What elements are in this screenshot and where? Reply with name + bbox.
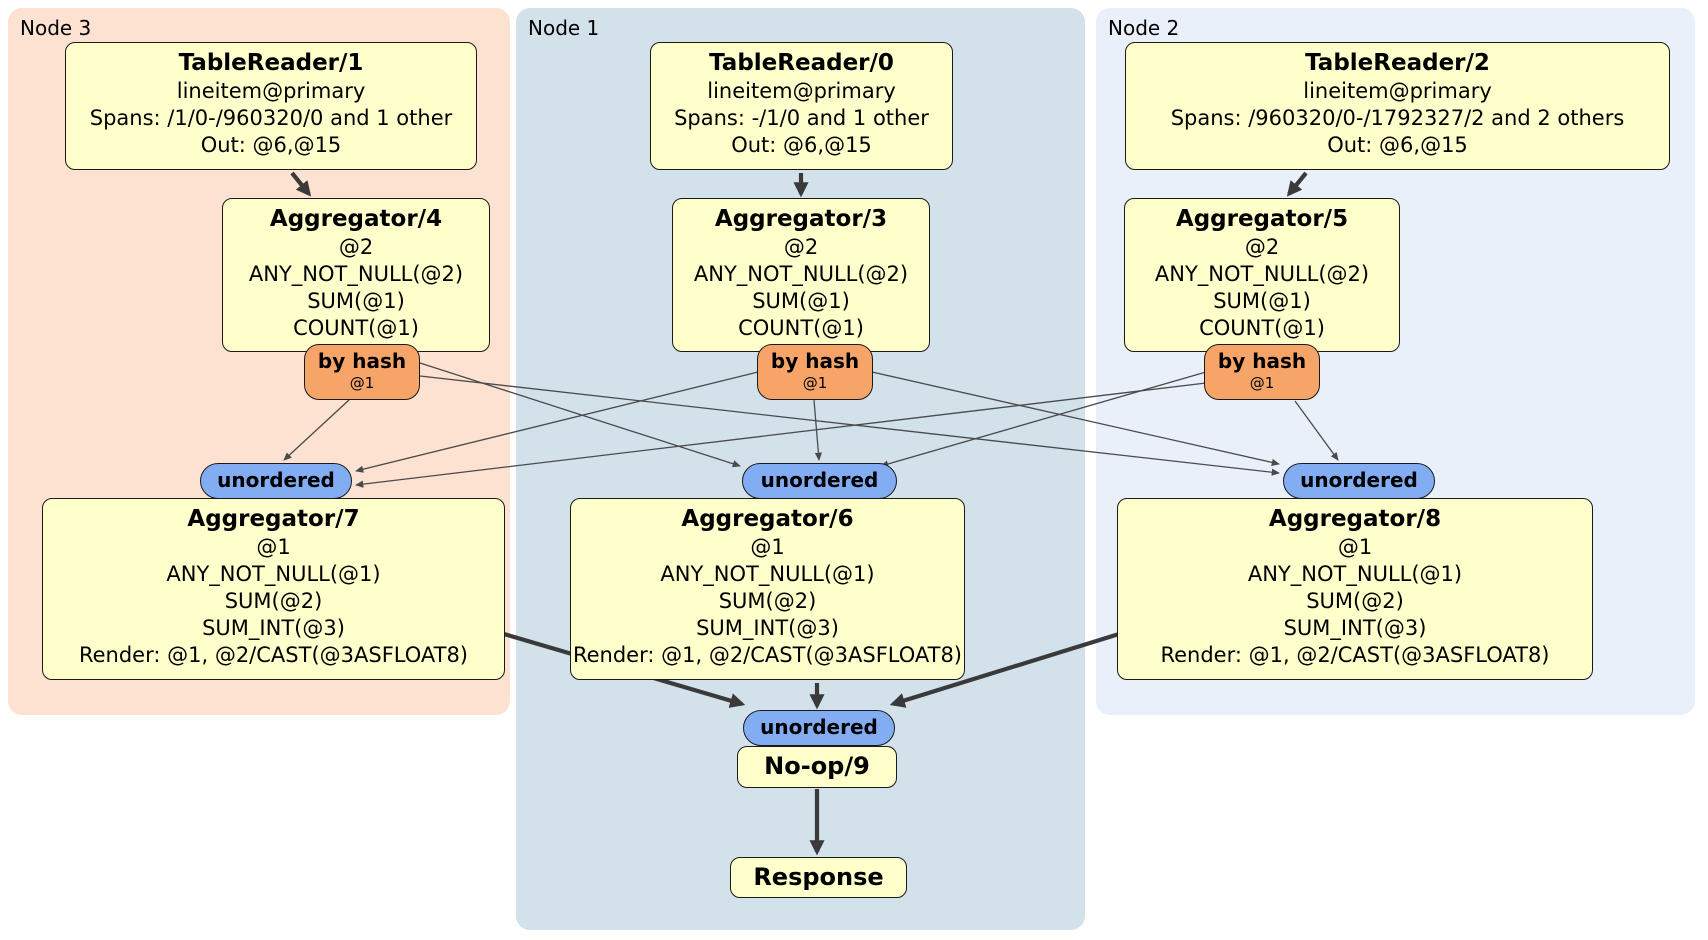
response-label: Response bbox=[753, 863, 884, 891]
processor-detail: Render: @1, @2/CAST(@3ASFLOAT8) bbox=[78, 643, 469, 667]
processor-detail: @1 bbox=[1337, 535, 1373, 559]
processor-title: Aggregator/4 bbox=[269, 206, 443, 232]
sync-label: unordered bbox=[217, 468, 335, 492]
processor-detail: Out: @6,@15 bbox=[731, 133, 872, 157]
processor-detail: Out: @6,@15 bbox=[1327, 133, 1468, 157]
processor-tablereader-0: TableReader/0 lineitem@primary Spans: -/… bbox=[650, 42, 953, 170]
processor-title: Aggregator/3 bbox=[714, 206, 888, 232]
sync-unordered-final: unordered bbox=[743, 710, 895, 746]
processor-aggregator-3: Aggregator/3 @2 ANY_NOT_NULL(@2) SUM(@1)… bbox=[672, 198, 930, 352]
processor-detail: ANY_NOT_NULL(@2) bbox=[693, 262, 909, 286]
processor-detail: Out: @6,@15 bbox=[200, 133, 342, 157]
processor-detail: COUNT(@1) bbox=[293, 316, 419, 340]
node3-region-label: Node 3 bbox=[20, 16, 92, 40]
processor-detail: @1 bbox=[750, 535, 785, 559]
router-by-hash-node2: by hash @1 bbox=[1204, 344, 1320, 400]
processor-aggregator-7: Aggregator/7 @1 ANY_NOT_NULL(@1) SUM(@2)… bbox=[42, 498, 505, 680]
processor-detail: COUNT(@1) bbox=[1199, 316, 1325, 340]
processor-title: TableReader/1 bbox=[178, 50, 364, 76]
processor-detail: @2 bbox=[783, 235, 819, 259]
processor-detail: SUM(@1) bbox=[1213, 289, 1311, 313]
processor-detail: ANY_NOT_NULL(@1) bbox=[1247, 562, 1463, 586]
router-label: by hash bbox=[317, 349, 407, 373]
processor-detail: SUM(@1) bbox=[307, 289, 405, 313]
processor-detail: lineitem@primary bbox=[1303, 79, 1492, 103]
router-label: by hash bbox=[1217, 349, 1307, 373]
processor-detail: ANY_NOT_NULL(@1) bbox=[166, 562, 381, 586]
processor-detail: ANY_NOT_NULL(@1) bbox=[660, 562, 875, 586]
processor-detail: lineitem@primary bbox=[707, 79, 896, 103]
processor-title: TableReader/2 bbox=[1305, 50, 1490, 76]
sync-label: unordered bbox=[760, 715, 878, 739]
processor-detail: SUM(@1) bbox=[752, 289, 850, 313]
sync-label: unordered bbox=[760, 468, 879, 492]
processor-title: Aggregator/5 bbox=[1175, 206, 1349, 232]
processor-detail: Spans: -/1/0 and 1 other bbox=[674, 106, 929, 130]
processor-aggregator-8: Aggregator/8 @1 ANY_NOT_NULL(@1) SUM(@2)… bbox=[1117, 498, 1593, 680]
processor-title: Aggregator/6 bbox=[681, 506, 854, 532]
processor-title: TableReader/0 bbox=[709, 50, 894, 76]
sync-unordered-node3: unordered bbox=[200, 463, 352, 499]
sync-label: unordered bbox=[1300, 468, 1418, 492]
processor-tablereader-2: TableReader/2 lineitem@primary Spans: /9… bbox=[1125, 42, 1670, 170]
processor-detail: SUM(@2) bbox=[224, 589, 323, 613]
processor-detail: Render: @1, @2/CAST(@3ASFLOAT8) bbox=[1160, 643, 1550, 667]
processor-noop-9: No-op/9 bbox=[737, 746, 897, 788]
node1-region-label: Node 1 bbox=[528, 16, 600, 40]
processor-aggregator-5: Aggregator/5 @2 ANY_NOT_NULL(@2) SUM(@1)… bbox=[1124, 198, 1400, 352]
router-detail: @1 bbox=[349, 374, 375, 392]
processor-detail: @2 bbox=[338, 235, 374, 259]
processor-detail: ANY_NOT_NULL(@2) bbox=[1154, 262, 1370, 286]
processor-detail: Render: @1, @2/CAST(@3ASFLOAT8) bbox=[572, 643, 963, 667]
router-by-hash-node3: by hash @1 bbox=[304, 344, 420, 400]
router-detail: @1 bbox=[802, 374, 828, 392]
processor-tablereader-1: TableReader/1 lineitem@primary Spans: /1… bbox=[65, 42, 477, 170]
processor-detail: SUM(@2) bbox=[1306, 589, 1404, 613]
response-box: Response bbox=[730, 857, 907, 898]
processor-detail: SUM_INT(@3) bbox=[1283, 616, 1427, 640]
processor-aggregator-6: Aggregator/6 @1 ANY_NOT_NULL(@1) SUM(@2)… bbox=[570, 498, 965, 680]
processor-detail: ANY_NOT_NULL(@2) bbox=[248, 262, 464, 286]
processor-detail: lineitem@primary bbox=[176, 79, 366, 103]
processor-title: No-op/9 bbox=[764, 752, 870, 780]
processor-title: Aggregator/7 bbox=[187, 506, 360, 532]
processor-detail: @2 bbox=[1244, 235, 1280, 259]
sync-unordered-node1: unordered bbox=[742, 463, 897, 499]
router-label: by hash bbox=[770, 349, 860, 373]
processor-detail: SUM_INT(@3) bbox=[202, 616, 345, 640]
processor-detail: @1 bbox=[256, 535, 291, 559]
processor-detail: SUM_INT(@3) bbox=[696, 616, 839, 640]
processor-detail: COUNT(@1) bbox=[738, 316, 864, 340]
router-detail: @1 bbox=[1249, 374, 1275, 392]
processor-aggregator-4: Aggregator/4 @2 ANY_NOT_NULL(@2) SUM(@1)… bbox=[222, 198, 490, 352]
router-by-hash-node1: by hash @1 bbox=[757, 344, 873, 400]
processor-detail: Spans: /1/0-/960320/0 and 1 other bbox=[89, 106, 453, 130]
processor-title: Aggregator/8 bbox=[1268, 506, 1442, 532]
processor-detail: Spans: /960320/0-/1792327/2 and 2 others bbox=[1170, 106, 1625, 130]
node2-region-label: Node 2 bbox=[1108, 16, 1180, 40]
processor-detail: SUM(@2) bbox=[718, 589, 817, 613]
sync-unordered-node2: unordered bbox=[1283, 463, 1435, 499]
